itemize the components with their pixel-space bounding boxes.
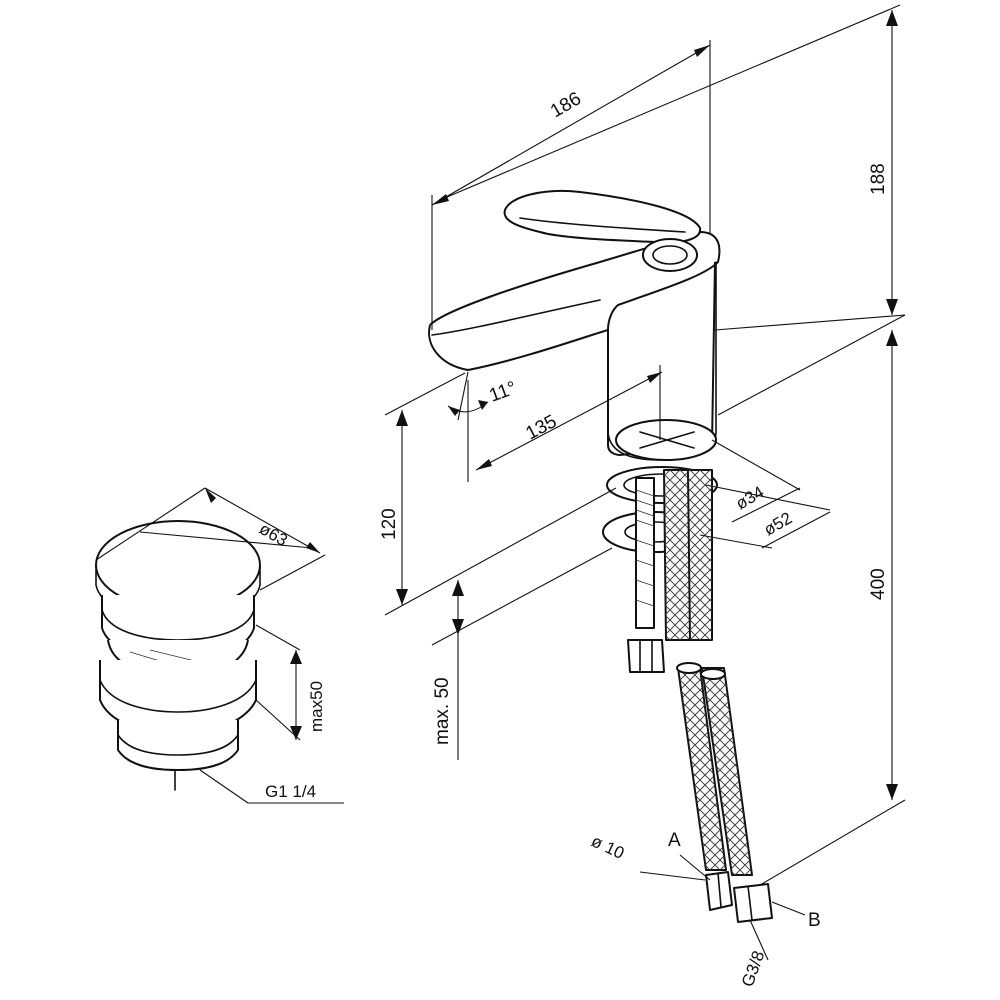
dim-186: 186 (547, 88, 585, 122)
dim-drain-thread: G1 1/4 (265, 782, 316, 801)
dim-thread-g38: G3/8 (738, 948, 768, 989)
mounting-washers (602, 466, 718, 673)
drain-plug (95, 520, 261, 791)
faucet-body (428, 189, 721, 461)
lever-cap (642, 238, 698, 272)
dim-hose-diam: ø 10 (588, 831, 627, 863)
hose-nut-b (733, 883, 773, 923)
label-hose-a: A (668, 830, 681, 851)
dim-135: 135 (522, 411, 560, 444)
dim-max50: max. 50 (432, 677, 453, 745)
lever-handle (503, 189, 702, 244)
dim-400: 400 (868, 568, 889, 600)
dim-drain-max50: max50 (307, 681, 326, 732)
dim-d34: ø34 (733, 482, 768, 513)
dim-d52: ø52 (761, 508, 796, 539)
dim-angle: 11° (487, 378, 520, 407)
dim-120: 120 (379, 508, 400, 540)
label-hose-b: B (808, 910, 821, 931)
supply-hoses (663, 469, 773, 923)
dim-188: 188 (868, 163, 889, 195)
